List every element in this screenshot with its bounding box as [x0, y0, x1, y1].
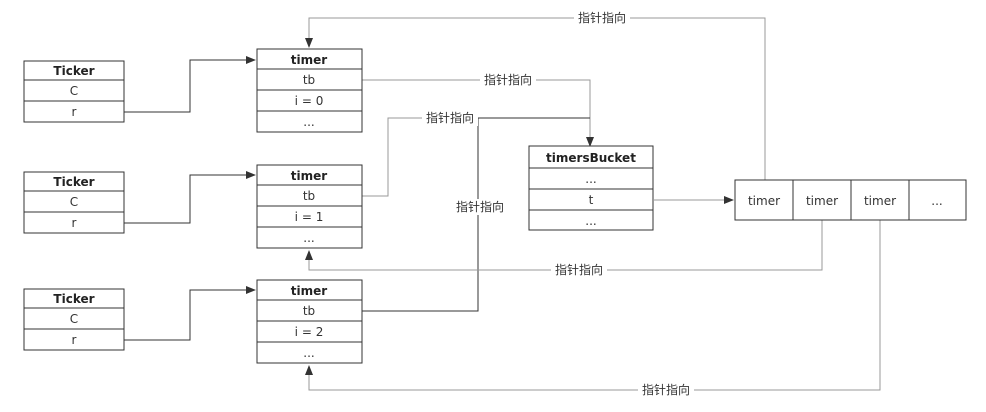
bucket-title: timersBucket [546, 151, 636, 165]
array-cell-2 [792, 179, 852, 221]
timer-field-tb: tb [303, 189, 315, 203]
bucket-field-t: t [589, 193, 594, 207]
timer-field-i: i = 0 [295, 94, 324, 108]
timer-field-tb: tb [303, 73, 315, 87]
timer-field-i: i = 2 [295, 325, 324, 339]
pointer-labels: 指针指向 指针指向 指针指向 指针指向 指针指向 指针指向 [422, 10, 694, 398]
ticker3-to-timer3-line [124, 286, 256, 341]
timer-field-tb: tb [303, 304, 315, 318]
timer-title: timer [291, 169, 327, 183]
array-cell-1-label: timer [748, 194, 780, 208]
timer-title: timer [291, 53, 327, 67]
ticker-title: Ticker [53, 292, 94, 306]
ticker1-to-timer1-line [124, 56, 256, 113]
pointer-label-timer2: 指针指向 [426, 110, 474, 125]
timers-array: timer timer timer ... [734, 179, 967, 221]
pointer-label-timer3: 指针指向 [456, 199, 504, 214]
pointer-label-back-timer2: 指针指向 [555, 262, 603, 277]
array-cell-2-label: timer [806, 194, 838, 208]
timers-bucket-box: timersBucket ... t ... [528, 145, 654, 231]
timer-title: timer [291, 284, 327, 298]
timer-field-more: ... [303, 231, 314, 245]
array-timer1-to-timer1-line [305, 17, 766, 180]
timer-field-more: ... [303, 346, 314, 360]
ticker-field-c: C [70, 312, 78, 326]
timer-box-1: timer tb i = 0 ... [256, 48, 363, 133]
ticker-field-r: r [72, 105, 77, 119]
ticker-box-1: Ticker C r [23, 60, 125, 123]
timer-box-2: timer tb i = 1 ... [256, 164, 363, 249]
pointer-label-bucket: 指针指向 [484, 72, 532, 87]
timer-box-3: timer tb i = 2 ... [256, 279, 363, 364]
timer-field-i: i = 1 [295, 210, 324, 224]
pointer-label-top: 指针指向 [578, 10, 626, 25]
array-timer3-to-timer3-line [305, 220, 881, 391]
ticker2-to-timer2-line [124, 171, 256, 224]
timer-field-more: ... [303, 115, 314, 129]
pointer-label-back-timer3: 指针指向 [642, 382, 690, 397]
array-cell-1 [734, 179, 794, 221]
ticker-field-r: r [72, 216, 77, 230]
array-cell-4-label: ... [931, 194, 942, 208]
ticker-title: Ticker [53, 64, 94, 78]
array-cell-3 [850, 179, 910, 221]
ticker-field-r: r [72, 333, 77, 347]
ticker-field-c: C [70, 84, 78, 98]
ticker-field-c: C [70, 195, 78, 209]
timer1-tb-to-bucket-line [362, 79, 594, 147]
bucket-field-more-top: ... [585, 172, 596, 186]
bucket-field-more-bottom: ... [585, 214, 596, 228]
ticker-box-3: Ticker C r [23, 288, 125, 351]
array-cell-4 [908, 179, 967, 221]
ticker-box-2: Ticker C r [23, 171, 125, 234]
array-cell-3-label: timer [864, 194, 896, 208]
ticker-title: Ticker [53, 175, 94, 189]
